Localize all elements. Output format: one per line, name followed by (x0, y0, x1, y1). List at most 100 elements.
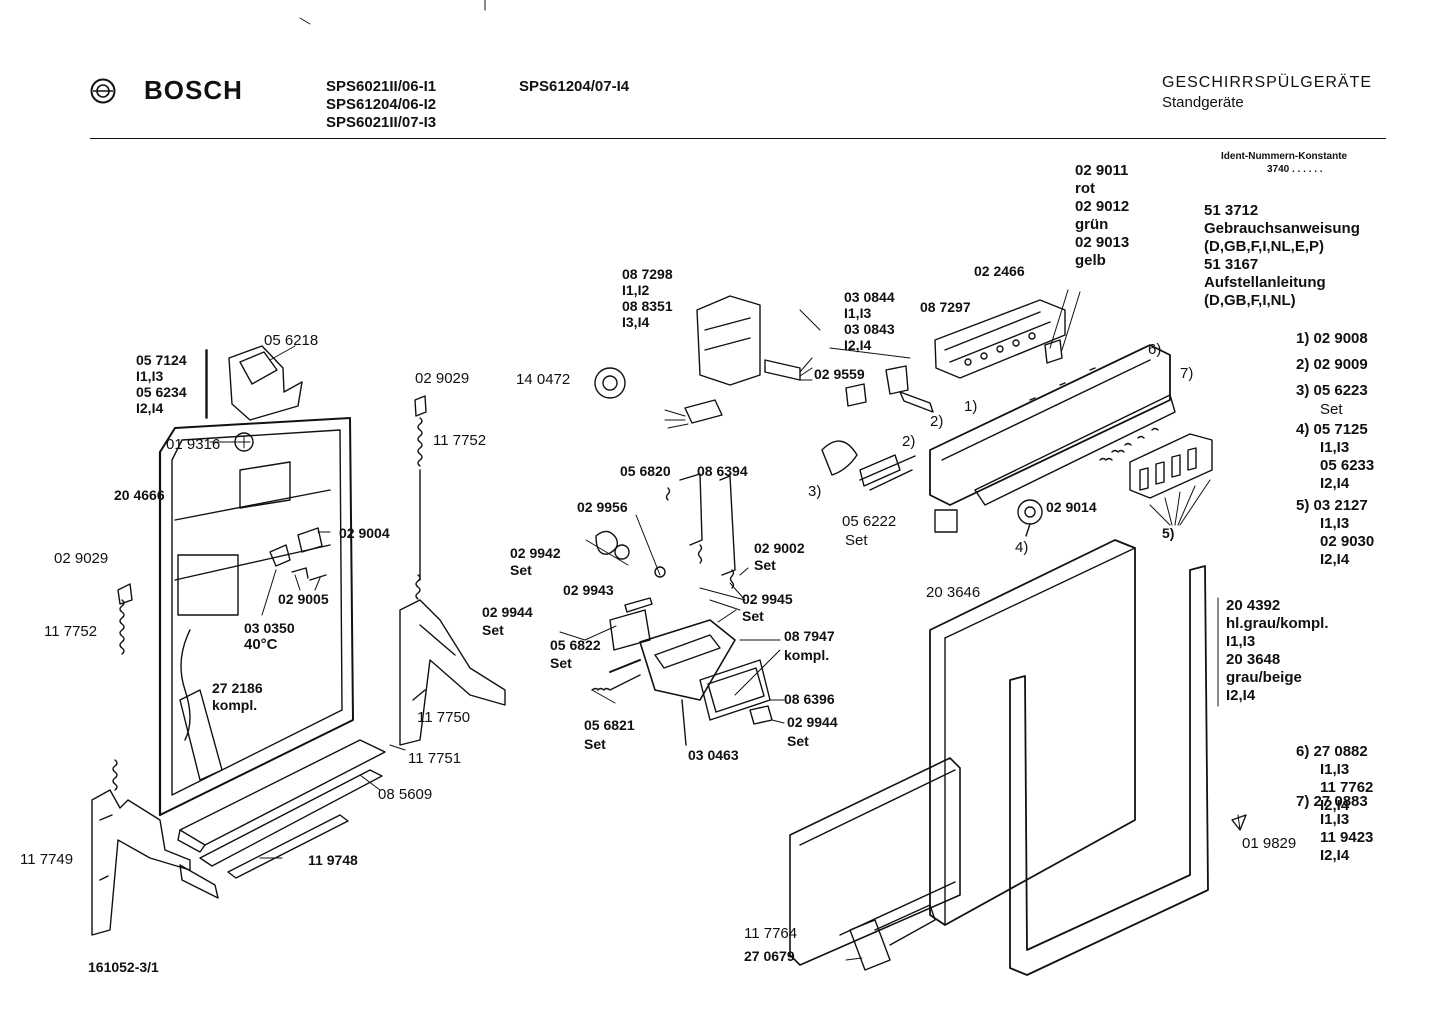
wire-line: rot (1075, 180, 1095, 197)
footnote-line: I2,I4 (1320, 847, 1350, 864)
doc-line: (D,GB,F,I,NL,E,P) (1204, 238, 1324, 255)
drawing-number: 161052-3/1 (88, 959, 159, 975)
part-label: I1,I2 (622, 282, 650, 298)
panel-line: 20 3648 (1226, 651, 1281, 668)
panel-line: 20 4392 (1226, 597, 1281, 614)
part-label: 11 7764 (744, 925, 798, 942)
subcategory-title: Standgeräte (1162, 94, 1244, 111)
part-label: kompl. (784, 647, 830, 663)
part-label: 02 2466 (974, 263, 1025, 279)
part-label: 08 7297 (920, 299, 971, 315)
part-label: 40°C (244, 636, 278, 653)
part-label: 02 9944 (482, 604, 533, 620)
footnote-lines: I1,I3 02 9030 I2,I4 (1320, 515, 1374, 569)
footnote-lines: I1,I3 11 7762 I2,I4 (1320, 761, 1373, 815)
part-label: 11 7749 (20, 851, 74, 868)
part-label-group: 03 0844 I1,I3 03 0843 I2,I4 (844, 289, 895, 353)
callout-marker: 6) (1148, 341, 1162, 358)
panel-line: I1,I3 (1226, 633, 1256, 650)
part-label: 11 7750 (417, 709, 471, 726)
part-label: 08 7947 (784, 628, 835, 644)
footnote-3: 3) 05 6223 (1296, 382, 1368, 400)
part-label: 08 6394 (697, 463, 748, 479)
footnote-4: 4) 05 7125 (1296, 421, 1368, 439)
part-label: Set (584, 736, 606, 752)
ident-title: Ident-Nummern-Konstante (1221, 151, 1348, 162)
footnote-num: 4) (1296, 421, 1310, 438)
ident-value: 3740 . . . . . . (1267, 164, 1323, 175)
part-label: I2,I4 (136, 400, 164, 416)
part-label: 11 9748 (308, 852, 358, 868)
header-divider (90, 138, 1386, 139)
wire-line: gelb (1075, 252, 1106, 269)
callout-marker: 4) (1015, 539, 1029, 556)
part-label: 05 6222 (842, 513, 897, 530)
part-label: 01 9316 (166, 436, 221, 453)
part-label: 02 9945 (742, 591, 793, 607)
part-label: 27 2186 (212, 680, 263, 696)
callout-marker: 3) (808, 483, 822, 500)
doc-line: (D,GB,F,I,NL) (1204, 292, 1296, 309)
documentation-list: 51 3712 Gebrauchsanweisung (D,GB,F,I,NL,… (1204, 202, 1360, 310)
panel-line: hl.grau/kompl. (1226, 615, 1329, 632)
part-label: 14 0472 (516, 371, 571, 388)
footnote-7: 7) 27 0883 (1296, 793, 1368, 811)
part-label: 02 9002 (754, 540, 805, 556)
part-label: 05 6820 (620, 463, 671, 479)
part-label: 20 4666 (114, 487, 165, 503)
footnote-value: 02 9009 (1313, 356, 1368, 373)
part-label: kompl. (212, 697, 258, 713)
footnote-num: 5) (1296, 497, 1310, 514)
part-label-group: 05 7124 I1,I3 05 6234 I2,I4 (136, 352, 187, 416)
part-label: 03 0350 (244, 620, 295, 636)
part-label: Set (510, 562, 532, 578)
model-item: SPS6021II/07-I3 (326, 114, 437, 131)
wire-color-list: 02 9011 rot 02 9012 grün 02 9013 gelb (1075, 162, 1129, 270)
panel-line: grau/beige (1226, 669, 1302, 686)
part-label: 03 0844 (844, 289, 895, 305)
part-label: 02 9942 (510, 545, 561, 561)
footnote-num: 2) (1296, 356, 1310, 373)
part-label: 20 3646 (926, 584, 981, 601)
part-label: Set (482, 622, 504, 638)
part-label: 02 9004 (339, 525, 390, 541)
part-label: 08 5609 (378, 786, 433, 803)
footnote-2: 2) 02 9009 (1296, 356, 1368, 374)
brand-name: BOSCH (144, 75, 243, 105)
part-label: 27 0679 (744, 948, 795, 964)
part-label: I2,I4 (844, 337, 872, 353)
part-label: Set (754, 557, 776, 573)
part-label: 02 9005 (278, 591, 329, 607)
footnote-value: 03 2127 (1313, 497, 1368, 514)
part-label: 11 7752 (44, 623, 98, 640)
doc-line: Gebrauchsanweisung (1204, 220, 1360, 237)
part-label: 11 7752 (433, 432, 487, 449)
wire-line: 02 9012 (1075, 198, 1130, 215)
model-item: SPS61204/06-I2 (326, 96, 437, 113)
bosch-logo-icon (90, 78, 116, 104)
part-label: 08 7298 (622, 266, 673, 282)
part-label: I3,I4 (622, 314, 650, 330)
footnote-value: 27 0883 (1313, 793, 1368, 810)
part-label: 02 9559 (814, 366, 865, 382)
wire-line: 02 9011 (1075, 162, 1129, 179)
part-label: 08 6396 (784, 691, 835, 707)
callout-marker: 7) (1180, 365, 1194, 382)
part-label: 05 6218 (264, 332, 319, 349)
footnote-6: 6) 27 0882 (1296, 743, 1368, 761)
callout-marker: 2) (902, 433, 916, 450)
part-label: 02 9029 (54, 550, 109, 567)
part-label: Set (787, 733, 809, 749)
callout-marker: 5) (1162, 525, 1175, 541)
footnote-lines: I1,I3 11 9423 I2,I4 (1320, 811, 1373, 865)
footnote-line: 02 9030 (1320, 533, 1375, 550)
model-item: SPS6021II/06-I1 (326, 78, 437, 95)
panel-group: 20 4392 hl.grau/kompl. I1,I3 20 3648 gra… (1226, 597, 1329, 705)
footnote-num: 3) (1296, 382, 1310, 399)
part-label: 11 7751 (408, 750, 462, 767)
wire-line: grün (1075, 216, 1109, 233)
wire-line: 02 9013 (1075, 234, 1130, 251)
part-label: 05 6822 (550, 637, 601, 653)
callout-marker: 1) (964, 398, 978, 415)
